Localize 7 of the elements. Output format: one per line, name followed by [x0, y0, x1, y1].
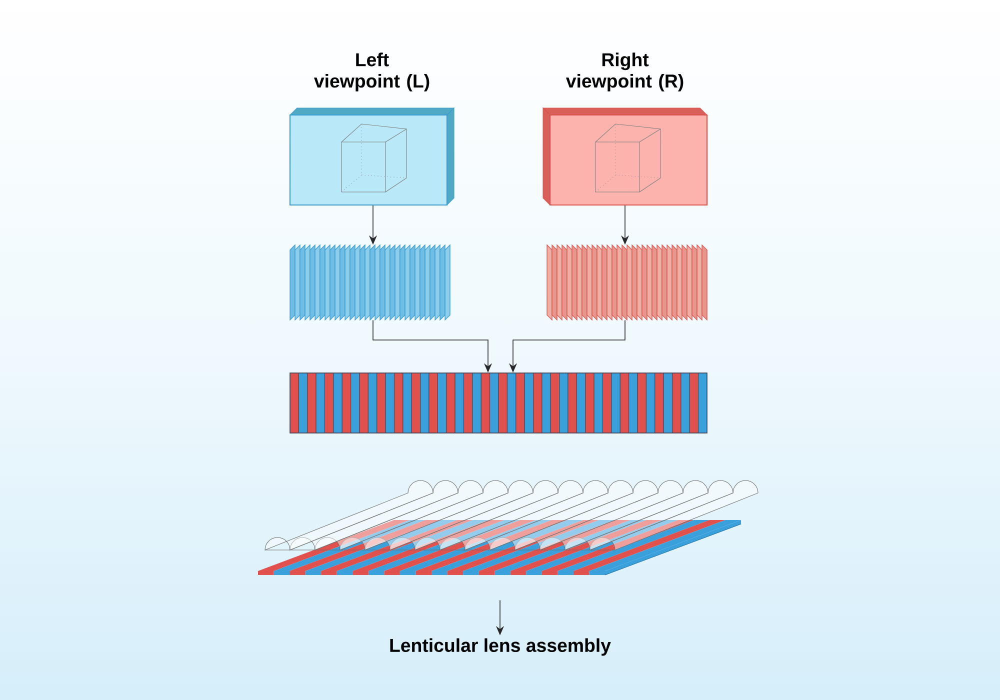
interlaced-image-strip — [290, 372, 708, 434]
caption-text: Lenticular lens assembly — [390, 638, 611, 656]
viewpoint-image: Left viewpoint (L) — [289, 52, 455, 206]
node-label: Right viewpoint (R) — [566, 52, 684, 92]
viewpoint-image: Right viewpoint (R) — [542, 52, 708, 206]
lenticular-lens-drawing — [258, 480, 758, 576]
node-label: Left viewpoint (L) — [314, 52, 430, 92]
